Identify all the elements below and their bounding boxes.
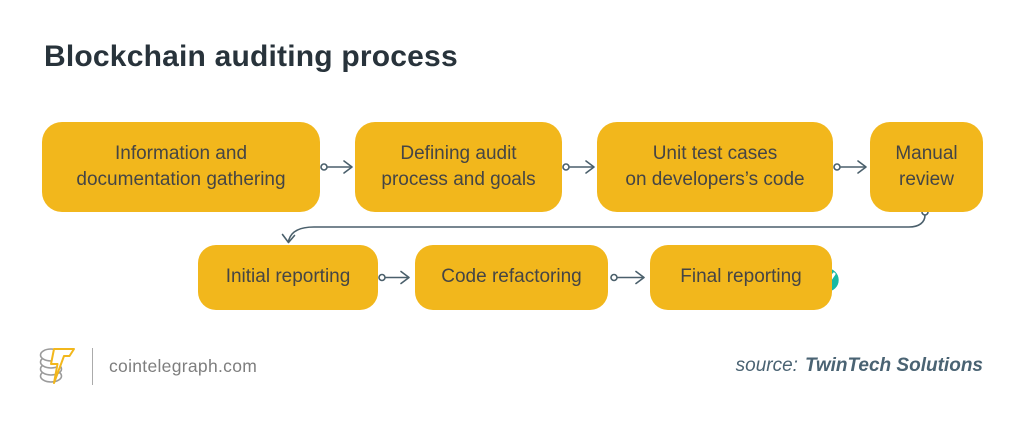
step-label: Information and documentation gathering [76, 142, 286, 190]
step-manual-review: Manual review [870, 122, 983, 212]
lightning-bolt-icon [50, 348, 75, 384]
arrow-step6-step7 [610, 270, 645, 285]
step-label: Unit test cases on developers’s code [625, 142, 805, 190]
step-defining-audit-process: Defining audit process and goals [355, 122, 562, 212]
step-unit-test-cases: Unit test cases on developers’s code [597, 122, 833, 212]
step-label: Code refactoring [441, 266, 582, 288]
page-title: Blockchain auditing process [44, 40, 458, 73]
arrow-step2-step3 [562, 160, 595, 174]
arrow-step1-step2 [320, 160, 353, 174]
arrow-step5-step6 [378, 270, 410, 285]
step-label: Defining audit process and goals [381, 142, 536, 190]
step-label: Initial reporting [225, 266, 351, 288]
cointelegraph-logo-icon [39, 348, 75, 384]
source-prefix: source: [735, 355, 798, 376]
footer-site-text: cointelegraph.com [109, 356, 258, 376]
step-label: Manual review [895, 142, 958, 190]
source-name: TwinTech Solutions [804, 355, 983, 376]
step-information-documentation-gathering: Information and documentation gathering [42, 122, 320, 212]
footer-source: source: TwinTech Solutions [736, 355, 983, 377]
footer-divider [92, 348, 93, 385]
arrow-step3-step4 [833, 160, 867, 174]
arrow-step4-step5-curved [281, 208, 929, 244]
step-label: Final reporting [680, 266, 802, 288]
step-final-reporting: Final reporting [650, 245, 832, 310]
step-code-refactoring: Code refactoring [415, 245, 608, 310]
step-initial-reporting: Initial reporting [198, 245, 378, 310]
